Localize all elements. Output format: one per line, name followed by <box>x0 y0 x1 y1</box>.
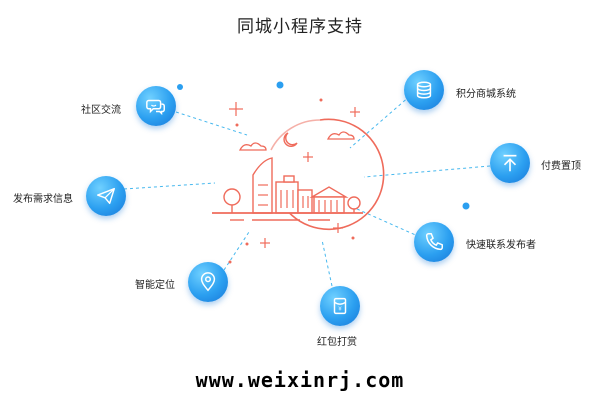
footer-url[interactable]: www.weixinrj.com <box>195 368 405 392</box>
decor-dot <box>177 84 183 90</box>
publish-label: 发布需求信息 <box>13 194 73 205</box>
cloud-icon <box>326 131 355 140</box>
redpacket-label: 红包打赏 <box>317 337 357 348</box>
location-label: 智能定位 <box>135 280 175 291</box>
publish-feature-icon[interactable] <box>86 176 126 216</box>
cloud-icon <box>238 142 267 151</box>
paytop-label: 付费置顶 <box>541 161 581 172</box>
redpacket-feature-icon[interactable]: ¥ <box>320 286 360 326</box>
decor-dot <box>276 81 284 89</box>
phone-icon <box>425 233 443 251</box>
arrow-up-icon <box>503 154 517 172</box>
illustration-circle <box>279 118 385 231</box>
page-title: 同城小程序支持 <box>237 17 363 37</box>
contact-label: 快速联系发布者 <box>466 240 536 251</box>
points-label: 积分商城系统 <box>456 89 516 100</box>
svg-text:¥: ¥ <box>338 307 342 313</box>
sparkle-icons <box>229 102 360 248</box>
location-pin-icon <box>200 272 216 292</box>
coin-stack-icon <box>416 81 432 99</box>
chat-bubbles-icon <box>146 99 165 116</box>
paper-plane-icon <box>97 187 115 205</box>
red-packet-icon: ¥ <box>333 297 347 315</box>
points-feature-icon[interactable] <box>404 70 444 110</box>
community-label: 社区交流 <box>81 105 121 116</box>
location-feature-icon[interactable] <box>188 262 228 302</box>
community-feature-icon[interactable] <box>136 86 176 126</box>
moon-icon <box>283 132 298 147</box>
paytop-feature-icon[interactable] <box>490 143 530 183</box>
connector-lines <box>123 95 491 287</box>
decor-dot <box>462 202 470 210</box>
contact-feature-icon[interactable] <box>414 222 454 262</box>
